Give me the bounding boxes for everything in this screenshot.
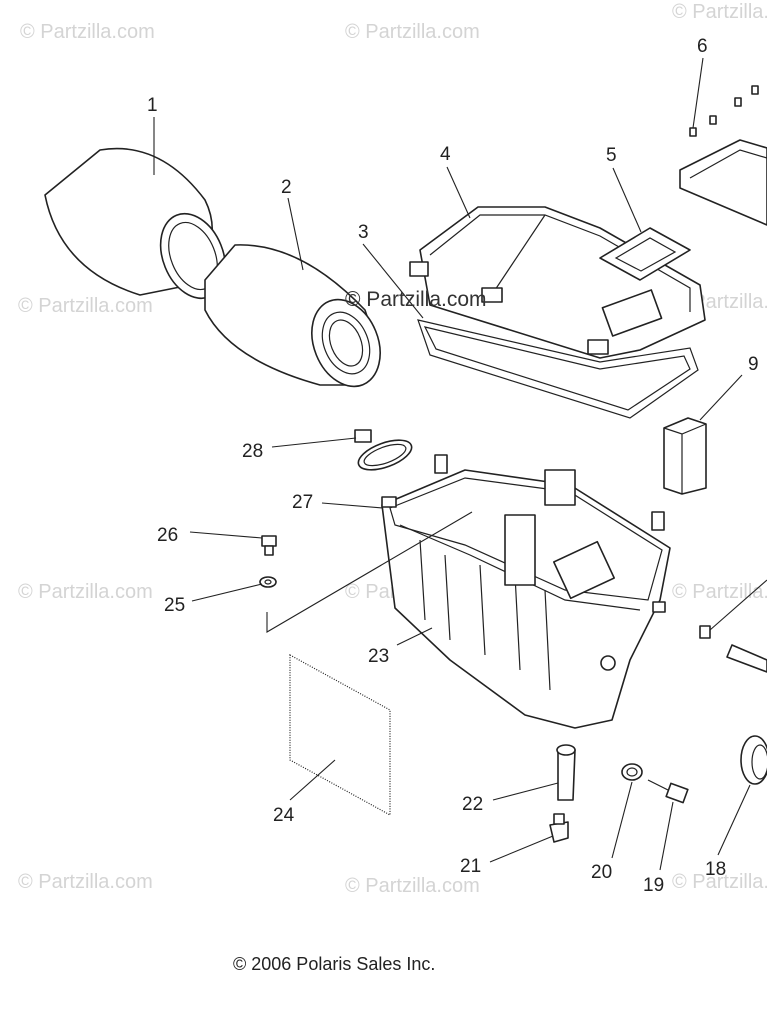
part-22-drain-tube [556, 744, 576, 801]
callout-labels: 1 2 3 4 5 6 9 28 27 26 25 23 24 22 21 20… [147, 36, 759, 896]
callout-3: 3 [358, 222, 369, 243]
part-1-filter-sleeve [44, 147, 227, 300]
part-9-foam-block [663, 417, 707, 495]
callout-27: 27 [292, 492, 313, 513]
watermark: © Partzilla.com [20, 21, 155, 43]
part-25-washer [259, 576, 277, 588]
part-26-bolt [261, 535, 277, 556]
watermark: © Partzilla.com [345, 21, 480, 43]
callout-4: 4 [440, 144, 451, 165]
callout-28: 28 [242, 441, 263, 462]
center-watermark: © Partzilla.com [345, 288, 487, 311]
part-18-sleeve [699, 625, 767, 785]
part-20-grommet [621, 763, 643, 781]
part-2-air-filter [204, 244, 381, 388]
callout-1: 1 [147, 95, 158, 116]
part-23-airbox-base [381, 454, 671, 729]
part-27-clip [381, 496, 397, 508]
part-5-cover-plate [599, 227, 691, 281]
callout-18: 18 [705, 859, 726, 880]
part-3-gasket [417, 319, 699, 419]
part-19-sensor [647, 779, 689, 804]
callout-2: 2 [281, 177, 292, 198]
callout-22: 22 [462, 794, 483, 815]
leader-lines [153, 57, 767, 871]
watermark: © Partzilla.com [18, 295, 153, 317]
part-24-label [289, 653, 391, 817]
callout-19: 19 [643, 875, 664, 896]
watermark: © Partzilla.com [672, 581, 767, 603]
callout-21: 21 [460, 856, 481, 877]
callout-25: 25 [164, 595, 185, 616]
part-21-drain-valve [549, 813, 569, 843]
watermark: © Partzilla.com [18, 871, 153, 893]
callout-23: 23 [368, 646, 389, 667]
callout-24: 24 [273, 805, 295, 826]
watermark: © Partzilla.com [672, 871, 767, 893]
part-28-hose-clamp [354, 429, 413, 471]
reference-line [266, 511, 473, 633]
callout-5: 5 [606, 145, 617, 166]
callout-20: 20 [591, 862, 612, 883]
part-6-screws [679, 85, 767, 226]
watermark: © Partzilla.com [672, 1, 767, 23]
watermark: © Partzilla.com [345, 875, 480, 897]
callout-6: 6 [697, 36, 708, 57]
copyright-notice: © 2006 Polaris Sales Inc. [233, 954, 435, 974]
part-4-airbox-cover [409, 206, 706, 359]
watermark: © Partzilla.com [18, 581, 153, 603]
callout-26: 26 [157, 525, 178, 546]
callout-9: 9 [748, 354, 759, 375]
